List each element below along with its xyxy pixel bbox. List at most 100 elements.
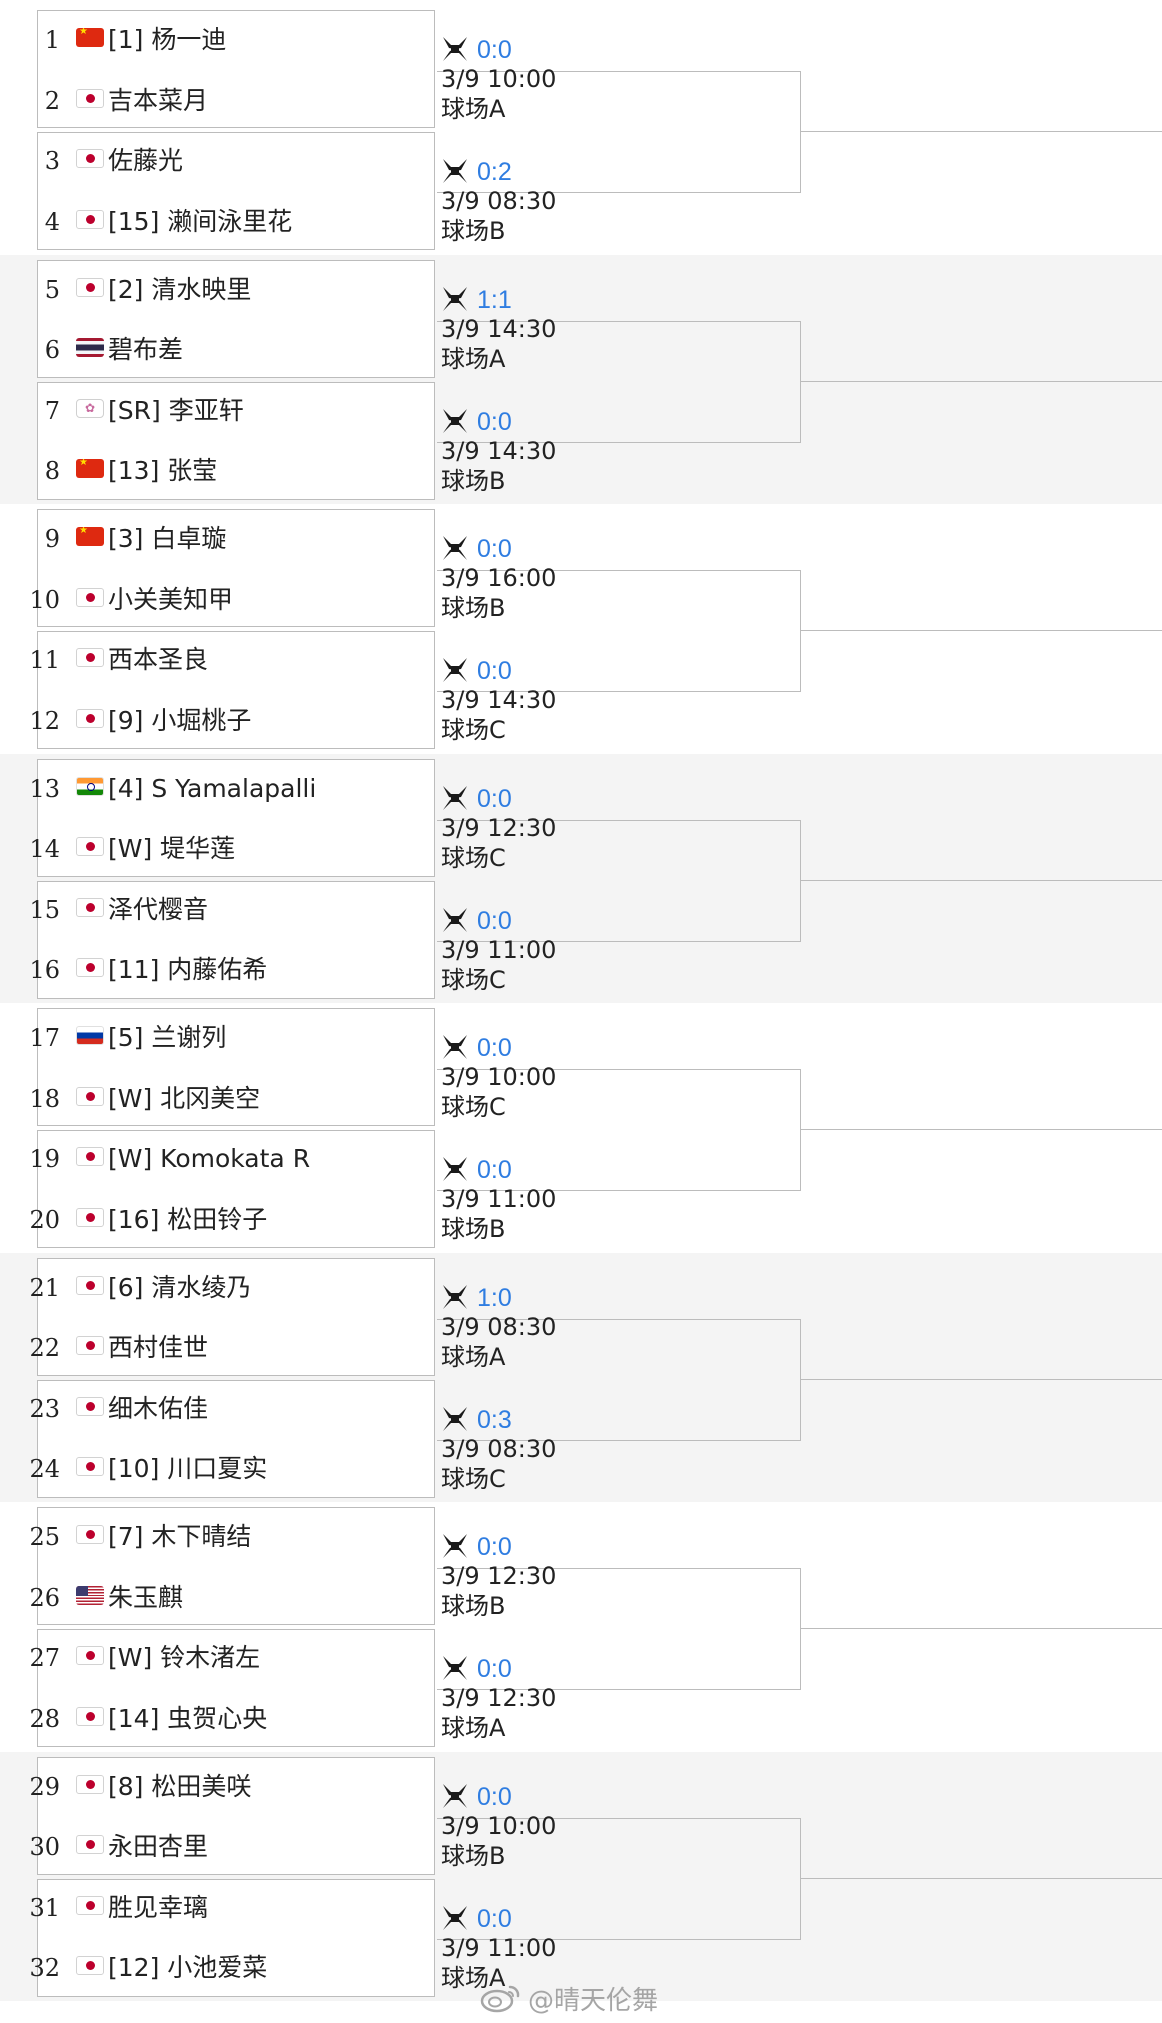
country-flag-icon [76, 587, 104, 607]
second-round-connector [437, 570, 801, 692]
player-name[interactable]: [W] 北冈美空 [108, 1083, 261, 1113]
draw-position-number: 10 [29, 585, 60, 614]
draw-position-number: 13 [29, 774, 60, 803]
second-round-connector [437, 320, 801, 443]
player-name[interactable]: 西本圣良 [108, 645, 209, 674]
player-name[interactable]: 碧布差 [108, 335, 184, 364]
player-name[interactable]: [W] 铃木渚左 [108, 1643, 261, 1672]
player-name[interactable]: [10] 川口夏实 [108, 1454, 268, 1483]
match-time: 3/9 14:30 [441, 436, 557, 465]
match-court: 球场C [441, 1464, 506, 1493]
player-name[interactable]: [13] 张莹 [108, 456, 218, 485]
player-name[interactable]: [1] 杨一迪 [108, 25, 227, 54]
match-score-link[interactable]: 0:0 [477, 1034, 512, 1062]
country-flag-icon [76, 88, 104, 108]
draw-position-number: 2 [44, 86, 60, 115]
player-name[interactable]: [3] 白卓璇 [108, 524, 227, 553]
player-name[interactable]: 佐藤光 [108, 146, 184, 175]
player-name[interactable]: [2] 清水映里 [108, 274, 252, 304]
player-name[interactable]: [W] Komokata R [108, 1144, 311, 1173]
player-name[interactable]: 吉本菜月 [108, 85, 209, 115]
second-round-connector [437, 819, 801, 942]
draw-position-number: 4 [44, 207, 60, 236]
player-name[interactable]: [15] 濑间泳里花 [108, 206, 293, 236]
match-court: 球场C [441, 965, 506, 994]
shuttlecock-icon [443, 286, 467, 311]
match-score-link[interactable]: 0:0 [477, 535, 512, 563]
draw-position-number: 5 [44, 275, 60, 304]
second-round-line [801, 1628, 1162, 1629]
match-score-link[interactable]: 0:0 [477, 1655, 512, 1683]
match-score-link[interactable]: 0:0 [477, 1533, 512, 1561]
country-flag-icon [76, 958, 104, 977]
watermark-text: @晴天伦舞 [528, 1985, 659, 2016]
match-score-link[interactable]: 0:0 [477, 1782, 512, 1811]
country-flag-icon [76, 1026, 104, 1045]
draw-position-number: 29 [29, 1772, 60, 1801]
player-name[interactable]: [4] S Yamalapalli [108, 773, 317, 803]
match-score-link[interactable]: 1:1 [477, 285, 512, 314]
country-flag-icon [76, 1207, 104, 1227]
match-court: 球场B [441, 466, 506, 495]
player-name[interactable]: [14] 虫贺心央 [108, 1703, 268, 1733]
match-time: 3/9 12:30 [441, 1562, 557, 1590]
draw-position-number: 23 [29, 1394, 60, 1423]
draw-position-number: 1 [44, 26, 60, 54]
match-time: 3/9 14:30 [441, 686, 557, 714]
shuttlecock-icon [443, 1406, 467, 1431]
match-score-link[interactable]: 0:0 [477, 1156, 512, 1184]
country-flag-icon [76, 897, 104, 917]
match-time: 3/9 14:30 [441, 314, 557, 343]
country-flag-icon [76, 648, 104, 667]
match-court: 球场B [441, 217, 506, 245]
match-score-link[interactable]: 0:0 [477, 906, 512, 935]
match-score-link[interactable]: 0:0 [477, 1904, 512, 1933]
match-score-link[interactable]: 0:0 [477, 657, 512, 685]
country-flag-icon [76, 1646, 104, 1665]
player-name[interactable]: 胜见幸璃 [108, 1892, 209, 1922]
second-round-line [801, 131, 1162, 132]
draw-position-number: 24 [29, 1455, 60, 1483]
player-name[interactable]: [12] 小池爱菜 [108, 1953, 268, 1982]
shuttlecock-icon [443, 159, 467, 183]
shuttlecock-icon [443, 1035, 467, 1059]
player-name[interactable]: 西村佳世 [108, 1333, 209, 1362]
country-flag-icon [76, 149, 104, 168]
draw-position-number: 11 [29, 646, 60, 674]
draw-position-number: 25 [29, 1523, 60, 1551]
player-name[interactable]: [7] 木下晴结 [108, 1522, 252, 1551]
player-name[interactable]: 小关美知甲 [108, 584, 234, 614]
match-score-link[interactable]: 0:0 [477, 784, 512, 813]
player-name[interactable]: 朱玉麒 [108, 1582, 184, 1612]
player-name[interactable]: 永田杏里 [108, 1832, 209, 1861]
country-flag-icon [76, 1336, 104, 1355]
match-score-link[interactable]: 0:0 [477, 36, 512, 64]
second-round-connector [437, 1568, 801, 1690]
player-name[interactable]: 细木佑佳 [108, 1393, 209, 1423]
draw-position-number: 6 [44, 336, 60, 364]
shuttlecock-icon [443, 1534, 467, 1558]
match-score-link[interactable]: 0:0 [477, 407, 512, 436]
draw-position-number: 9 [44, 525, 60, 553]
player-name[interactable]: [SR] 李亚轩 [108, 395, 244, 425]
country-flag-icon [76, 1525, 104, 1544]
draw-position-number: 18 [29, 1084, 60, 1113]
match-score-link[interactable]: 1:0 [477, 1283, 512, 1312]
player-name[interactable]: [6] 清水绫乃 [108, 1272, 252, 1302]
draw-position-number: 27 [29, 1644, 60, 1672]
match-score-link[interactable]: 0:2 [477, 158, 512, 186]
second-round-line [801, 1378, 1162, 1380]
player-name[interactable]: [16] 松田铃子 [108, 1204, 268, 1234]
draw-position-number: 19 [29, 1145, 60, 1173]
player-name[interactable]: [W] 堤华莲 [108, 834, 236, 863]
player-name[interactable]: [11] 内藤佑希 [108, 955, 268, 984]
shuttlecock-icon [443, 1905, 467, 1930]
player-name[interactable]: 泽代樱音 [108, 894, 209, 924]
player-name[interactable]: [5] 兰谢列 [108, 1023, 227, 1052]
match-score-link[interactable]: 0:3 [477, 1405, 512, 1434]
country-flag-icon [76, 277, 104, 297]
country-flag-icon [76, 1275, 104, 1295]
player-name[interactable]: [9] 小堀桃子 [108, 705, 252, 735]
country-flag-icon [76, 1706, 104, 1726]
player-name[interactable]: [8] 松田美咲 [108, 1771, 252, 1801]
